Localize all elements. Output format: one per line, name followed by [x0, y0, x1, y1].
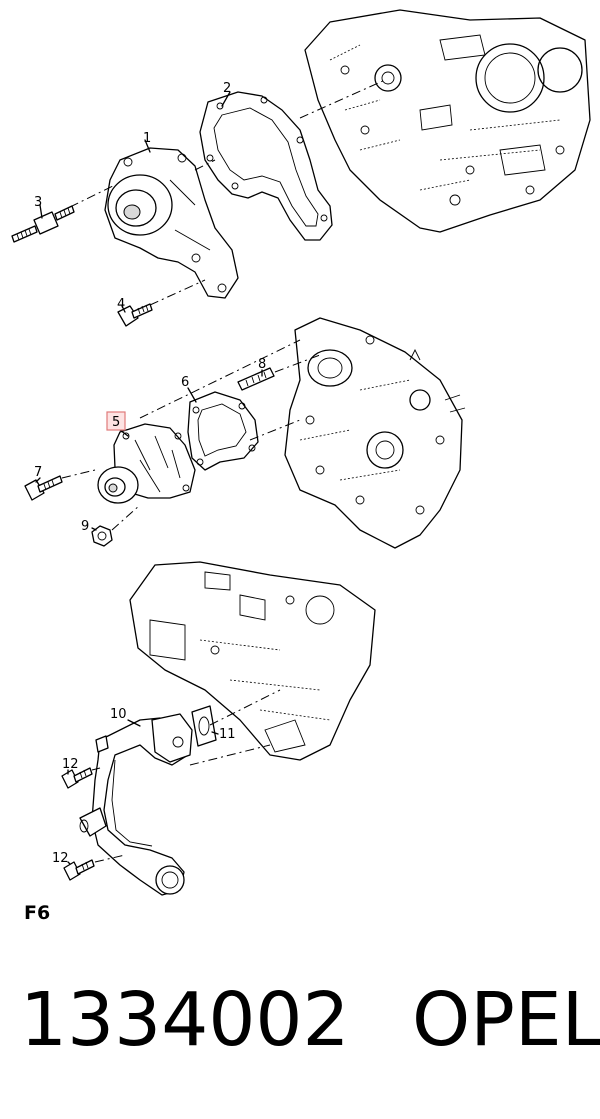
- callout-12-upper[interactable]: 12: [62, 757, 79, 772]
- frame-code: F6: [24, 902, 51, 924]
- callout-9[interactable]: 9: [81, 519, 89, 534]
- bolt-7: [24, 475, 63, 501]
- bolt-4: [117, 303, 153, 327]
- callout-2[interactable]: 2: [223, 81, 231, 96]
- gasket-11: [191, 705, 217, 747]
- bolt-12-upper: [61, 767, 93, 789]
- engine-block-upper: [304, 9, 591, 233]
- parts-diagram: 1 2 3 4 5 6 7 8 9 10 11 12 12: [11, 9, 591, 896]
- callout-labels: 1 2 3 4 5 6 7 8 9 10 11 12 12: [34, 81, 266, 866]
- water-pipe-10: [79, 713, 193, 896]
- callout-5[interactable]: 5: [112, 415, 120, 430]
- water-pump-5: [97, 423, 196, 504]
- callout-7[interactable]: 7: [34, 465, 42, 480]
- engine-block-lower: [129, 561, 376, 761]
- alignment-lines: [35, 79, 386, 865]
- callout-4[interactable]: 4: [117, 297, 125, 312]
- nut-9: [91, 525, 113, 547]
- stud-8: [237, 367, 275, 391]
- engine-front-cover: [284, 317, 466, 549]
- brand-name: OPEL: [412, 977, 600, 1063]
- water-pump-1: [104, 147, 239, 299]
- callout-6[interactable]: 6: [181, 375, 189, 390]
- footer: 1334002 OPEL: [20, 977, 600, 1063]
- callout-5-highlight: [106, 411, 126, 431]
- callout-12-lower[interactable]: 12: [52, 851, 69, 866]
- callout-11[interactable]: 11: [219, 727, 236, 742]
- gasket-6: [187, 391, 259, 471]
- stud-3: [11, 205, 75, 243]
- callout-10[interactable]: 10: [110, 707, 127, 722]
- bolt-12-lower: [63, 859, 95, 881]
- part-number: 1334002: [20, 977, 350, 1063]
- gasket-2: [199, 91, 333, 241]
- callout-8[interactable]: 8: [258, 357, 266, 372]
- callout-1[interactable]: 1: [143, 131, 151, 146]
- callout-3[interactable]: 3: [34, 195, 42, 210]
